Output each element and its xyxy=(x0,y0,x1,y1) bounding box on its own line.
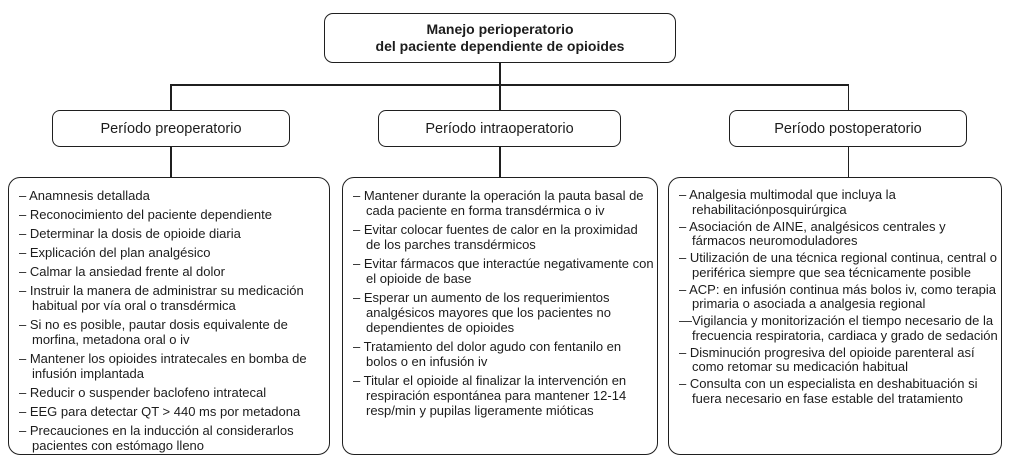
list-item: – Explicación del plan analgésico xyxy=(19,245,211,260)
list-item: – Mantener durante la operación la pauta… xyxy=(353,188,644,218)
list-item: – Evitar colocar fuentes de calor en la … xyxy=(353,222,638,252)
list-item: – EEG para detectar QT > 440 ms por meta… xyxy=(19,404,301,419)
list-item: – Asociación de AINE, analgésicos centra… xyxy=(679,218,946,248)
root-title-line2: del paciente dependiente de opioides xyxy=(375,38,625,54)
list-item: – Disminución progresiva del opioide par… xyxy=(679,344,975,374)
connector-root-to-intraoperatorio xyxy=(499,62,501,110)
list-item: – Mantener los opioides intratecales en … xyxy=(19,351,307,381)
connector-branch-to-postoperatorio xyxy=(847,84,849,110)
list-item: – Utilización de una técnica regional co… xyxy=(679,250,997,280)
detail-box-preoperatorio: – Anamnesis detallada – Reconocimiento d… xyxy=(8,177,330,455)
detail-box-postoperatorio: – Analgesia multimodal que incluya la re… xyxy=(668,177,1002,455)
list-item: – Tratamiento del dolor agudo con fentan… xyxy=(353,339,622,369)
list-item: – Consulta con un especialista en deshab… xyxy=(679,376,978,406)
period-node-intraoperatorio: Período intraoperatorio xyxy=(378,110,621,147)
connector-branch-to-preoperatorio xyxy=(170,84,172,110)
list-item: – Instruir la manera de administrar su m… xyxy=(19,283,304,313)
period-label-preoperatorio: Período preoperatorio xyxy=(100,120,242,137)
list-item: – ACP: en infusión continua más bolos iv… xyxy=(679,281,996,311)
list-item: – Si no es posible, pautar dosis equival… xyxy=(19,317,288,347)
list-item: – Evitar fármacos que interactúe negativ… xyxy=(353,256,654,286)
root-title-line1: Manejo perioperatorio xyxy=(426,21,574,37)
period-label-intraoperatorio: Período intraoperatorio xyxy=(425,120,574,137)
period-node-preoperatorio: Período preoperatorio xyxy=(52,110,290,147)
preoperatorio-list: – Anamnesis detallada – Reconocimiento d… xyxy=(19,188,327,453)
list-item: – Calmar la ansiedad frente al dolor xyxy=(19,264,225,279)
connector-intraoperatorio-to-detail xyxy=(499,147,501,177)
connector-preoperatorio-to-detail xyxy=(170,147,172,177)
list-item: – Analgesia multimodal que incluya la re… xyxy=(679,187,896,217)
list-item: – Reconocimiento del paciente dependient… xyxy=(19,207,272,222)
period-node-postoperatorio: Período postoperatorio xyxy=(729,110,967,147)
postoperatorio-list: – Analgesia multimodal que incluya la re… xyxy=(679,187,999,406)
root-node: Manejo perioperatorio del paciente depen… xyxy=(324,13,676,63)
list-item: – Titular el opioide al finalizar la int… xyxy=(353,373,627,418)
list-item: – Precauciones en la inducción al consid… xyxy=(19,423,294,453)
list-item: – Reducir o suspender baclofeno intratec… xyxy=(19,385,267,400)
connector-branch-horizontal xyxy=(170,84,849,86)
period-label-postoperatorio: Período postoperatorio xyxy=(774,120,922,137)
list-item: – Determinar la dosis de opioide diaria xyxy=(19,226,241,241)
list-item: – Esperar un aumento de los requerimient… xyxy=(353,290,611,335)
list-item: —Vigilancia y monitorización el tiempo n… xyxy=(679,313,998,343)
list-item: – Anamnesis detallada xyxy=(19,188,150,203)
connector-postoperatorio-to-detail xyxy=(847,147,849,177)
detail-box-intraoperatorio: – Mantener durante la operación la pauta… xyxy=(342,177,658,455)
intraoperatorio-list: – Mantener durante la operación la pauta… xyxy=(353,188,655,418)
